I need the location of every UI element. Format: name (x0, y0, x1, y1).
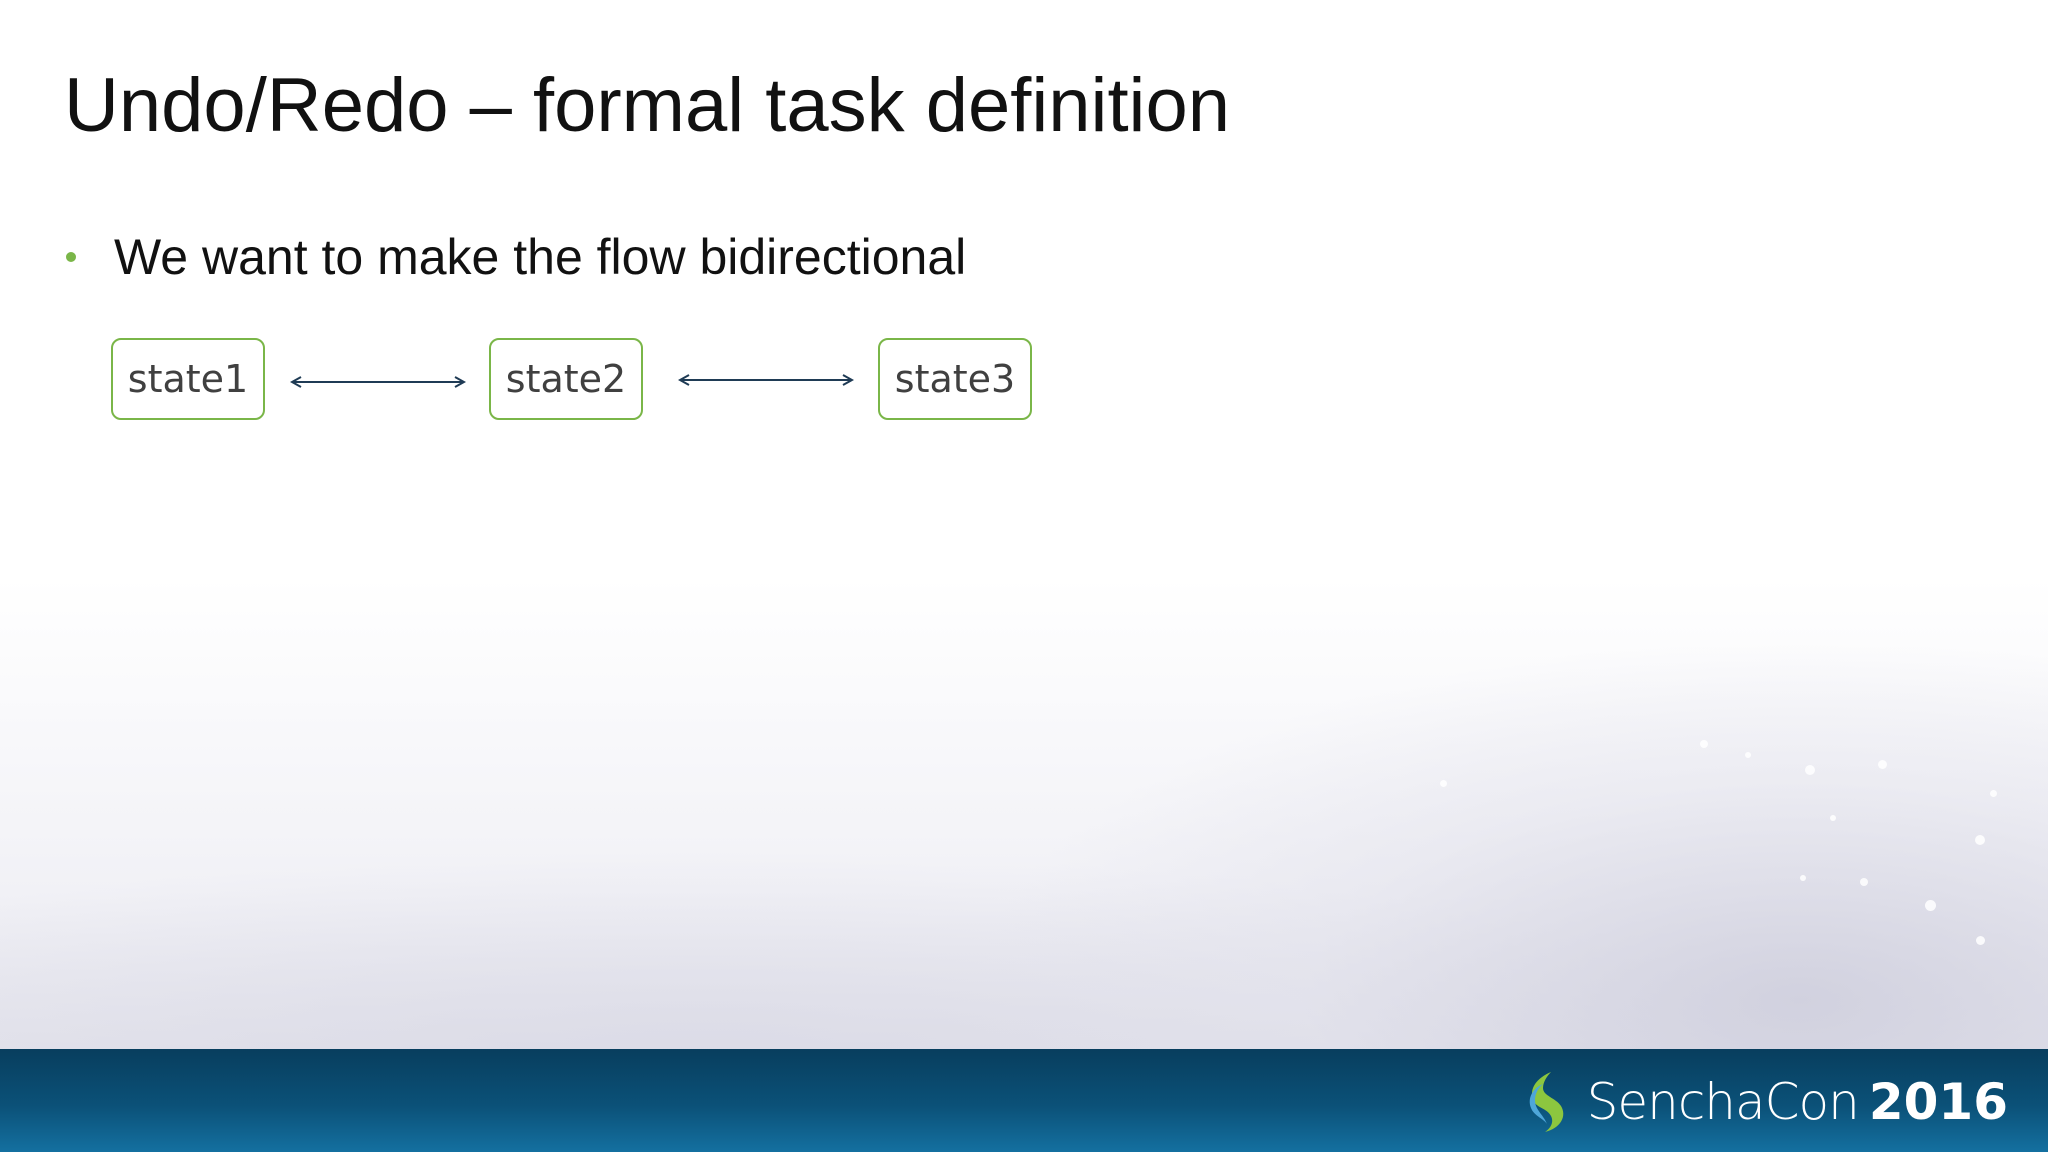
sparkle (1975, 835, 1985, 845)
brand-year: 2016 (1868, 1073, 2008, 1131)
sparkle (1860, 878, 1868, 886)
sparkle (1745, 752, 1751, 758)
sparkle (1805, 765, 1815, 775)
sparkle (1990, 790, 1997, 797)
footer-bar (0, 1049, 2048, 1152)
sparkle (1830, 815, 1836, 821)
sparkle (1925, 900, 1936, 911)
state-box-3: state3 (878, 338, 1032, 420)
sparkle (1800, 875, 1806, 881)
background-sheen (0, 0, 2048, 1050)
sparkle (1440, 780, 1447, 787)
bullet-item: We want to make the flow bidirectional (64, 228, 966, 286)
sparkle (1878, 760, 1887, 769)
state-box-2: state2 (489, 338, 643, 420)
sparkle (1700, 740, 1708, 748)
bullet-dot-icon (66, 252, 76, 262)
sencha-leaf-icon (1529, 1072, 1563, 1132)
sparkle (1976, 936, 1985, 945)
brand-name: SenchaCon (1586, 1073, 1860, 1131)
state-box-1: state1 (111, 338, 265, 420)
bullet-text: We want to make the flow bidirectional (114, 229, 967, 285)
footer-logo: SenchaCon 2016 (1521, 1070, 2008, 1134)
slide-title: Undo/Redo – formal task definition (64, 63, 1230, 148)
